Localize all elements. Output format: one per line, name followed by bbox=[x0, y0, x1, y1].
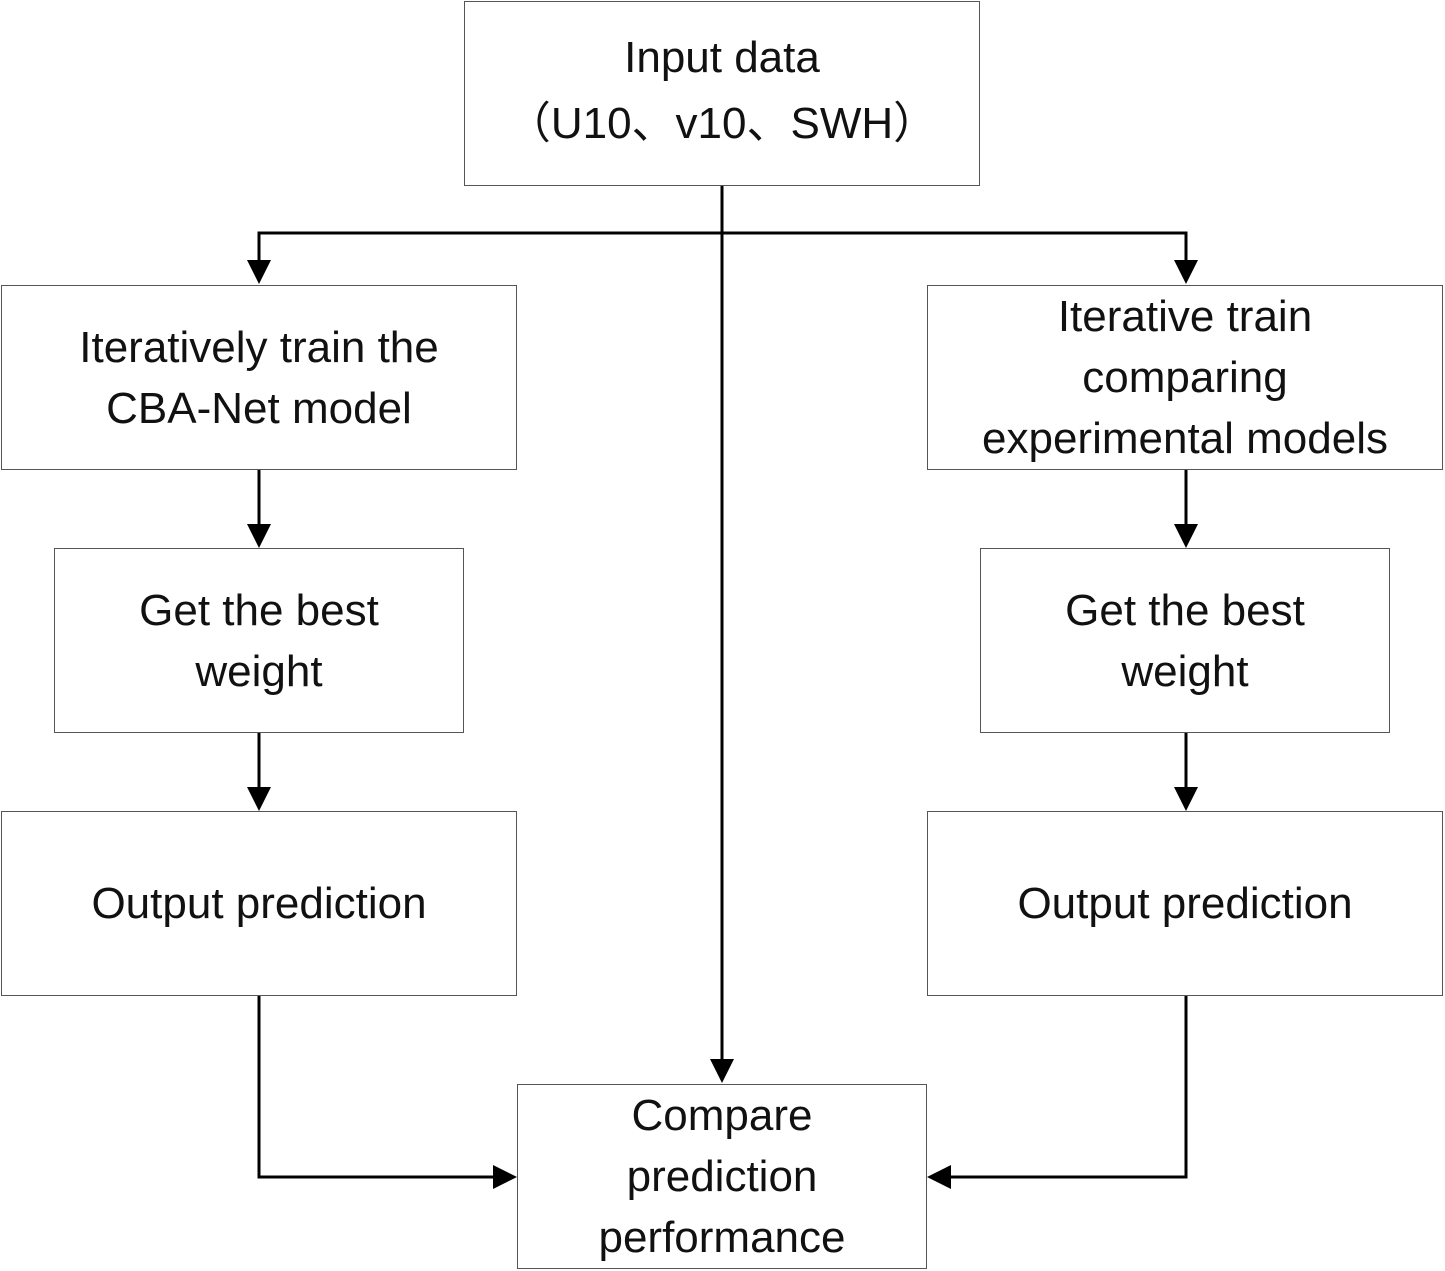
train-cba-net-line1: Iteratively train the bbox=[79, 322, 439, 372]
compare-line3: performance bbox=[598, 1213, 846, 1262]
input-data-node: Input data （U10、v10、SWH） bbox=[464, 1, 980, 186]
arrow-output-right-to-compare bbox=[927, 1165, 951, 1189]
train-comparison-models-node: Iterative train comparing experimental m… bbox=[927, 285, 1443, 470]
input-data-title: Input data bbox=[624, 32, 820, 82]
output-prediction-left-node: Output prediction bbox=[1, 811, 517, 996]
edge-input-to-train-right bbox=[722, 231, 1188, 264]
train-cba-net-node: Iteratively train the CBA-Net model bbox=[1, 285, 517, 470]
input-data-variables: （U10、v10、SWH） bbox=[506, 98, 938, 148]
arrow-train-right-to-best-right bbox=[1174, 524, 1198, 548]
train-cba-net-line2: CBA-Net model bbox=[106, 383, 412, 433]
arrow-input-to-train-left bbox=[247, 260, 271, 284]
compare-line1: Compare bbox=[631, 1091, 813, 1140]
best-weight-left-line1: Get the best bbox=[139, 585, 379, 635]
arrow-input-to-train-right bbox=[1174, 260, 1198, 284]
compare-performance-node: Compare prediction performance bbox=[517, 1084, 927, 1269]
compare-line2: prediction bbox=[626, 1152, 818, 1201]
best-weight-right-node: Get the best weight bbox=[980, 548, 1390, 733]
edge-input-to-train-left bbox=[257, 186, 724, 264]
best-weight-right-line2: weight bbox=[1121, 646, 1249, 696]
arrow-input-to-compare bbox=[710, 1059, 734, 1083]
edge-output-right-to-compare bbox=[947, 996, 1188, 1179]
output-prediction-right-label: Output prediction bbox=[1017, 879, 1353, 928]
best-weight-left-node: Get the best weight bbox=[54, 548, 464, 733]
train-comparison-line3: experimental models bbox=[982, 414, 1388, 463]
output-prediction-right-node: Output prediction bbox=[927, 811, 1443, 996]
output-prediction-left-label: Output prediction bbox=[91, 879, 427, 928]
arrow-best-right-to-output-right bbox=[1174, 787, 1198, 811]
arrow-train-left-to-best-left bbox=[247, 524, 271, 548]
train-comparison-line1: Iterative train bbox=[1057, 292, 1313, 341]
best-weight-right-line1: Get the best bbox=[1065, 585, 1305, 635]
train-comparison-line2: comparing bbox=[1082, 353, 1288, 402]
best-weight-left-line2: weight bbox=[195, 646, 323, 696]
arrow-output-left-to-compare bbox=[493, 1165, 517, 1189]
edge-output-left-to-compare bbox=[257, 996, 497, 1179]
arrow-best-left-to-output-left bbox=[247, 787, 271, 811]
